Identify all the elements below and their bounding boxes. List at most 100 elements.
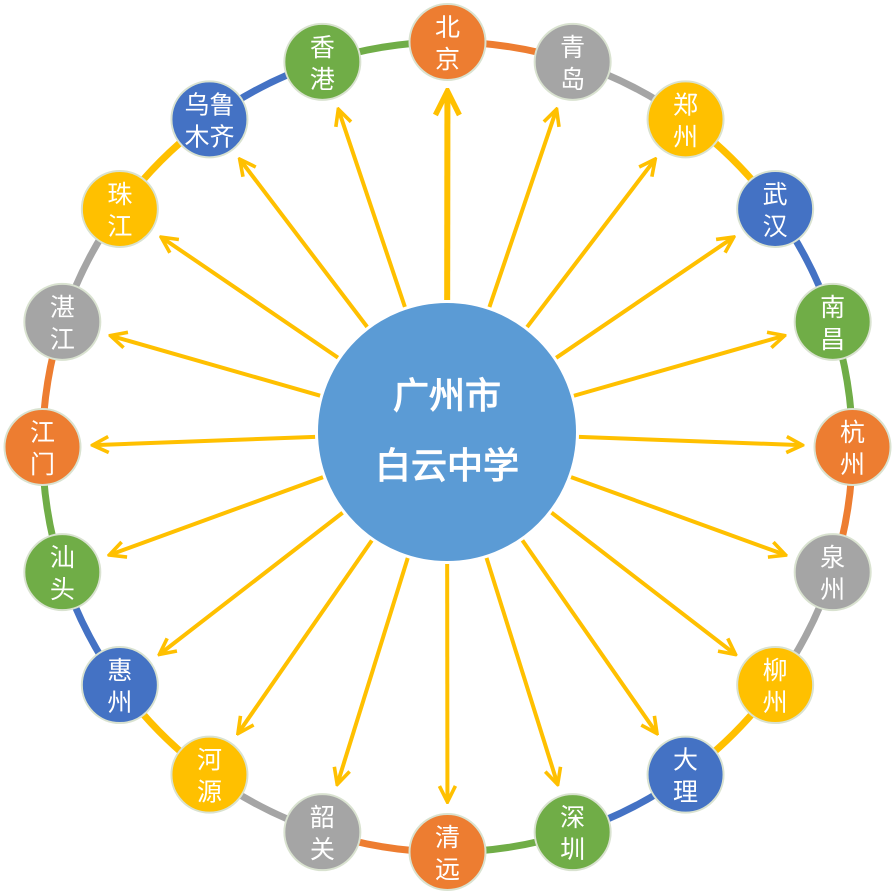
city-label: 州 (763, 688, 788, 717)
city-node: 香港 (283, 22, 362, 101)
city-node: 泉州 (793, 533, 872, 612)
arrow-to-3 (555, 238, 732, 360)
city-label: 江 (107, 212, 132, 241)
city-label: 清 (435, 823, 460, 852)
city-circle (80, 646, 159, 725)
city-label: 韶 (310, 803, 335, 832)
city-label: 州 (673, 122, 698, 151)
city-node: 武汉 (736, 169, 815, 248)
city-label: 港 (310, 65, 335, 94)
city-label: 岛 (560, 65, 585, 94)
arrow-to-13 (161, 511, 344, 653)
city-node: 湛江 (23, 282, 102, 361)
city-label: 乌鲁 (184, 90, 234, 119)
city-label: 柳 (763, 656, 788, 685)
city-circle (170, 735, 249, 814)
city-circle (170, 80, 249, 159)
city-label: 湛 (50, 293, 75, 322)
center-line1: 广州市 (393, 376, 501, 417)
arrow-to-17 (163, 238, 340, 360)
center-line2: 白云中学 (375, 445, 519, 487)
city-label: 州 (107, 688, 132, 717)
city-node: 韶关 (283, 793, 362, 872)
city-circle (3, 408, 82, 486)
city-node: 清远 (408, 813, 487, 891)
city-label: 关 (310, 835, 335, 864)
city-label: 远 (435, 855, 460, 884)
arrow-to-14 (111, 475, 324, 554)
city-label: 源 (197, 778, 222, 807)
city-circle (80, 169, 159, 248)
city-circle (736, 169, 815, 248)
city-label: 武 (763, 180, 788, 209)
city-node: 南昌 (793, 282, 872, 361)
city-label: 门 (30, 450, 55, 479)
city-label: 汕 (50, 543, 75, 572)
arrow-to-16 (112, 336, 321, 398)
arrow-to-4 (573, 336, 783, 398)
city-label: 州 (820, 575, 845, 604)
city-node: 青岛 (533, 22, 612, 101)
city-label: 理 (673, 778, 698, 807)
city-circle (283, 22, 362, 101)
city-node: 深圳 (533, 793, 612, 872)
city-circle (23, 282, 102, 361)
arrows (94, 94, 800, 800)
city-label: 京 (435, 45, 460, 74)
city-circle (283, 793, 362, 872)
arrow-to-8 (520, 539, 655, 732)
city-label: 深 (560, 803, 585, 832)
city-circle (646, 735, 725, 814)
city-label: 郑 (673, 90, 698, 119)
city-node: 杭州 (813, 408, 892, 486)
city-node: 大理 (646, 735, 725, 814)
city-label: 河 (197, 746, 222, 775)
arrow-to-12 (239, 539, 374, 731)
city-label: 州 (840, 450, 865, 479)
city-label: 惠 (107, 656, 132, 685)
city-label: 大 (673, 746, 698, 775)
city-label: 泉 (820, 543, 845, 572)
city-node: 郑州 (646, 80, 725, 159)
arrow-to-19 (339, 111, 407, 308)
city-label: 江 (30, 418, 55, 447)
city-label: 圳 (560, 835, 585, 864)
city-circle (23, 533, 102, 612)
arrow-to-9 (484, 557, 558, 783)
city-circle (813, 408, 892, 486)
arrow-to-6 (570, 475, 784, 554)
city-label: 杭 (840, 418, 865, 447)
center-node: 广州市 白云中学 (316, 301, 578, 563)
city-node: 汕头 (23, 533, 102, 612)
city-node: 惠州 (80, 646, 159, 725)
city-circle (408, 813, 487, 891)
city-node: 河源 (170, 735, 249, 814)
city-node: 珠江 (80, 169, 159, 248)
arrow-to-15 (94, 434, 316, 445)
arrow-to-7 (550, 511, 734, 654)
city-label: 头 (50, 575, 75, 604)
city-label: 木齐 (184, 122, 234, 151)
city-label: 北 (435, 13, 460, 42)
city-label: 珠 (107, 180, 132, 209)
city-label: 香 (310, 33, 335, 62)
city-label: 汉 (763, 212, 788, 241)
arrow-to-2 (525, 161, 654, 329)
arrow-to-11 (338, 557, 410, 783)
city-label: 江 (50, 325, 75, 354)
city-node: 江门 (3, 408, 82, 486)
arrow-to-18 (241, 161, 369, 329)
center-circle (316, 301, 578, 563)
city-label: 昌 (820, 325, 845, 354)
city-circle (408, 3, 487, 81)
city-node: 北京 (408, 3, 487, 81)
arrow-to-5 (578, 434, 801, 445)
city-node: 柳州 (736, 646, 815, 725)
arrow-to-1 (487, 111, 556, 308)
city-circle (533, 22, 612, 101)
city-circle (533, 793, 612, 872)
city-circle (736, 646, 815, 725)
city-circle (793, 533, 872, 612)
